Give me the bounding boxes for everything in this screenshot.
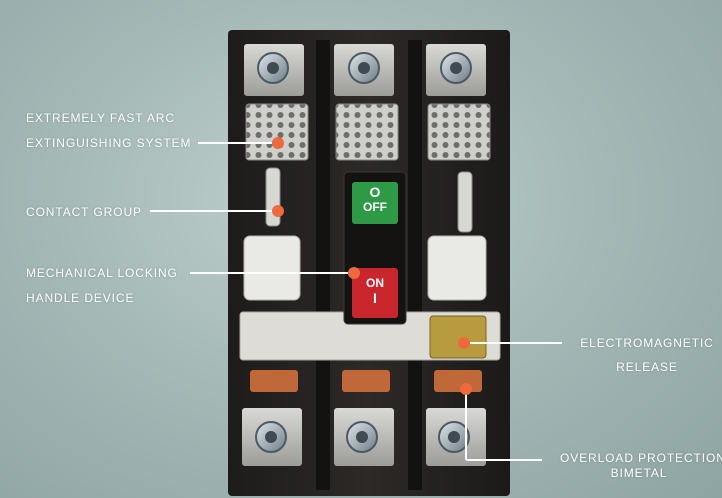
bimetal-parts: [250, 370, 482, 392]
arc-chutes: [245, 103, 491, 161]
on-button-label: ON I: [352, 276, 398, 306]
callout-markers: [272, 137, 472, 395]
off-symbol: O: [369, 184, 381, 200]
marker-dot: [458, 337, 470, 349]
label-contact-group: CONTACT GROUP: [26, 205, 142, 219]
label-overload-line1: OVERLOAD PROTECTION: [560, 451, 722, 465]
label-arc-line1: EXTREMELY FAST ARC: [26, 111, 175, 125]
label-arc-line2: EXTINGUISHING SYSTEM: [26, 136, 192, 150]
pole-divider: [316, 40, 330, 490]
on-symbol: I: [373, 290, 377, 306]
label-electromagnetic-line2: RELEASE: [616, 360, 678, 374]
label-locking-line1: MECHANICAL LOCKING: [26, 266, 178, 280]
pole-divider: [408, 40, 422, 490]
top-terminals: [244, 44, 486, 96]
marker-dot: [348, 267, 360, 279]
marker-dot: [272, 137, 284, 149]
marker-dot: [272, 205, 284, 217]
leader-lines: [150, 142, 562, 461]
bottom-terminals: [242, 408, 486, 466]
electromagnetic-coil: [429, 315, 487, 359]
label-overload-line2: BIMETAL: [610, 466, 668, 480]
on-button: [352, 268, 398, 318]
off-button: [352, 182, 398, 224]
off-button-label: O OFF: [352, 185, 398, 215]
on-text: ON: [366, 276, 384, 290]
marker-dot: [460, 383, 472, 395]
off-text: OFF: [363, 200, 387, 214]
label-electromagnetic-line1: ELECTROMAGNETIC: [580, 336, 714, 350]
label-locking-line2: HANDLE DEVICE: [26, 291, 135, 305]
